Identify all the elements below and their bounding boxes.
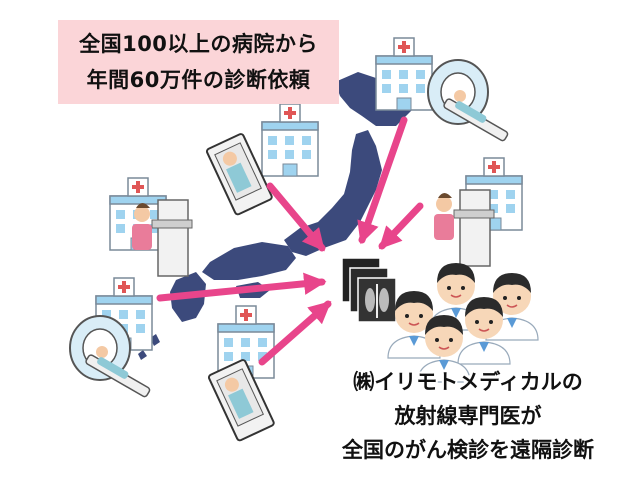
hospital-icon [375,37,433,111]
arrow [258,300,332,366]
headline-line1: 全国100以上の病院から [79,32,318,56]
headline-line2: 年間60万件の診断依頼 [86,68,311,92]
caption-line1: ㈱イリモトメディカルの [353,370,583,394]
mammography-icon [433,189,495,267]
mammography-icon [131,199,193,277]
ct-scanner-icon [427,59,510,143]
hospital-icon [261,103,319,177]
headline-callout: 全国100以上の病院から 年間60万件の診断依頼 [58,20,339,104]
caption-line2: 放射線専門医が [394,404,542,428]
arrow [357,116,408,245]
xray-films [341,257,397,323]
arrow [378,202,424,250]
arrows [156,116,424,366]
arrow [266,182,326,252]
arrow [156,272,327,302]
caption-line3: 全国のがん検診を遠隔診断 [342,438,594,462]
caption-callout: ㈱イリモトメディカルの 放射線専門医が 全国のがん検診を遠隔診断 [318,360,618,472]
